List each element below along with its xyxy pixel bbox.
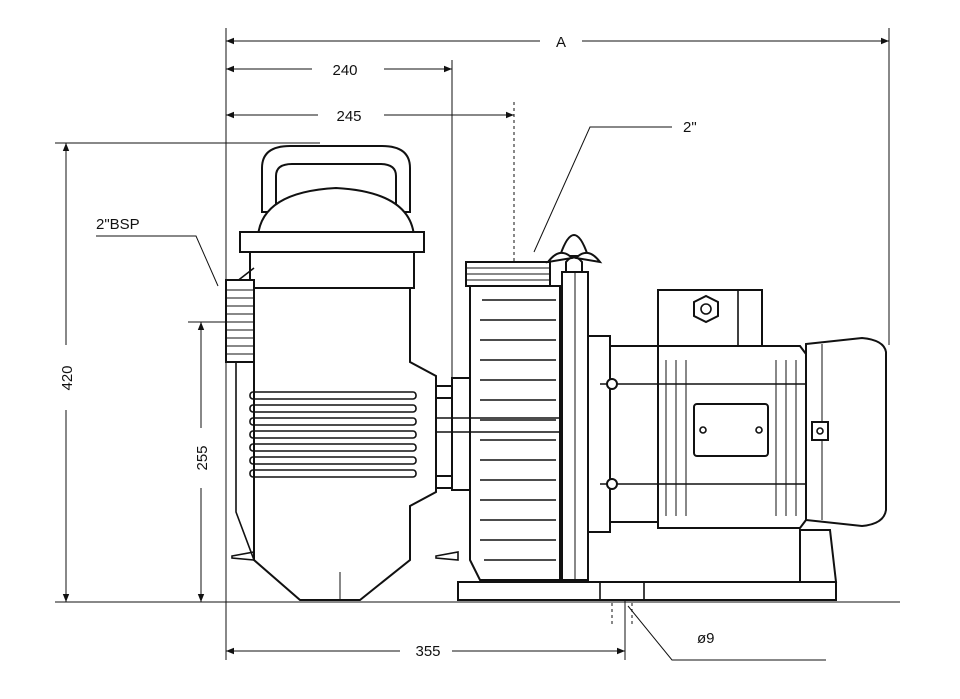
- dimension-lines: [55, 28, 900, 661]
- inlet-threads: [226, 289, 254, 355]
- dim-inlet-height: 255: [194, 445, 211, 470]
- dim-foot-distance: 355: [415, 643, 440, 660]
- pump-housing: [435, 234, 611, 581]
- dim-total-height: 420: [59, 365, 76, 390]
- dim-strainer-width: 240: [332, 62, 357, 79]
- electric-motor: [600, 289, 887, 529]
- housing-fins: [480, 299, 556, 561]
- dim-mount-hole: ø9: [697, 630, 715, 647]
- dim-inlet-size: 2"BSP: [96, 216, 140, 233]
- mounting-base: [457, 529, 838, 601]
- dim-overall-length: A: [556, 34, 566, 51]
- pot-ribs: [249, 391, 417, 478]
- dim-port-centers: 245: [336, 108, 361, 125]
- motor-fins: [665, 360, 797, 516]
- strainer-pot: [225, 145, 459, 601]
- dim-outlet-size: 2": [683, 119, 697, 136]
